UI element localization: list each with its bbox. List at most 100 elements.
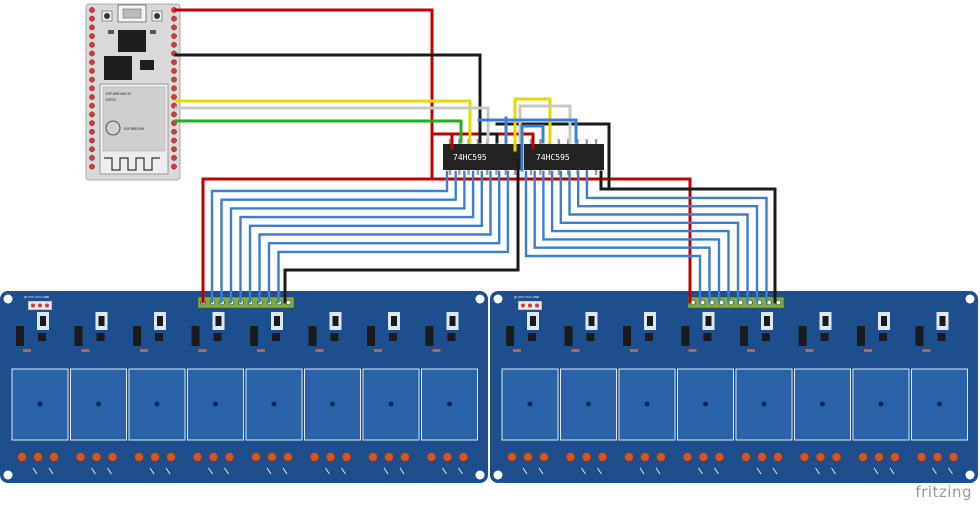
screw-terminal-icon bbox=[368, 452, 378, 462]
screw-terminal-icon bbox=[948, 452, 959, 462]
esp32-board: ESP-WROOM-32 ESP32 ESP-WROOM bbox=[85, 3, 181, 181]
output-wire-a8 bbox=[277, 170, 510, 304]
screw-terminal-icon bbox=[682, 452, 693, 462]
screw-terminal-icon bbox=[384, 452, 394, 462]
esp-pin-right bbox=[171, 68, 177, 74]
output-wire-a5 bbox=[248, 170, 483, 304]
output-wire-b7 bbox=[577, 170, 759, 304]
output-wire-a1 bbox=[210, 170, 449, 304]
chip-pin bbox=[504, 170, 507, 175]
output-wire-a4 bbox=[239, 170, 475, 304]
output-wire-b2 bbox=[533, 170, 711, 304]
led-icon bbox=[447, 333, 456, 341]
led-icon bbox=[155, 333, 163, 341]
resistor-icon bbox=[513, 349, 521, 352]
relay-contact-icon bbox=[815, 467, 836, 475]
relay-contact-icon bbox=[581, 467, 602, 475]
screw-terminal-icon bbox=[134, 452, 144, 462]
chip-pin bbox=[513, 170, 517, 175]
power-header-label: JD-VCC VCC GND bbox=[23, 295, 50, 299]
esp-pin-left bbox=[89, 111, 95, 118]
screw-terminal-icon bbox=[150, 452, 160, 462]
transistor-icon bbox=[191, 326, 200, 346]
esp-pin-left bbox=[89, 128, 95, 135]
optocoupler-chip bbox=[215, 316, 222, 326]
resistor-icon bbox=[864, 349, 872, 352]
optocoupler-chip bbox=[647, 316, 653, 326]
screw-terminal-icon bbox=[208, 452, 219, 462]
resistor-icon bbox=[922, 349, 931, 352]
chip-pin bbox=[448, 170, 452, 175]
transistor-icon bbox=[425, 326, 434, 346]
resistor-icon bbox=[81, 349, 90, 352]
esp-pin-left bbox=[89, 120, 95, 126]
esp-pin-right bbox=[171, 24, 177, 31]
led-icon bbox=[879, 333, 887, 341]
resistor-icon bbox=[747, 349, 755, 352]
esp-module-label-1: ESP-WROOM-32 bbox=[106, 92, 131, 96]
esp-pin-right bbox=[171, 111, 177, 118]
power-pin bbox=[528, 303, 532, 308]
led-icon bbox=[937, 333, 946, 341]
esp-pin-left bbox=[89, 24, 95, 31]
resistor-icon bbox=[257, 349, 265, 352]
output-wire-b8 bbox=[585, 170, 768, 304]
esp-pin-left bbox=[89, 137, 95, 144]
screw-terminal-icon bbox=[251, 452, 261, 462]
screw-terminal-icon bbox=[698, 452, 709, 462]
chip-pin bbox=[548, 170, 551, 175]
esp-pin-left bbox=[89, 155, 95, 161]
screw-terminal-icon bbox=[107, 452, 118, 462]
output-wire-a6 bbox=[258, 170, 492, 304]
esp-module-brand: ESP-WROOM bbox=[124, 127, 144, 131]
optocoupler-chip bbox=[588, 316, 595, 326]
esp-pin-left bbox=[89, 76, 95, 83]
ground-wire-4 bbox=[607, 187, 777, 304]
optocoupler-chip bbox=[881, 316, 887, 326]
antenna-trace-icon bbox=[104, 157, 160, 171]
optocoupler-chip bbox=[332, 316, 339, 326]
transistor-icon bbox=[16, 326, 24, 346]
resistor-icon bbox=[571, 349, 580, 352]
esp-pin-left bbox=[89, 146, 95, 153]
esp-pin-left bbox=[89, 41, 95, 48]
screw-terminal-icon bbox=[283, 452, 293, 462]
relay-coil-dot bbox=[527, 401, 533, 407]
esp-pin-left bbox=[89, 163, 95, 170]
mounting-hole-icon bbox=[965, 470, 975, 480]
transistor-icon bbox=[74, 326, 83, 346]
screw-terminal-icon bbox=[741, 452, 751, 462]
signal-header bbox=[687, 296, 785, 309]
relay-coil-dot bbox=[644, 401, 650, 407]
esp-pin-left bbox=[89, 59, 95, 66]
chip-pin bbox=[476, 170, 480, 175]
led-icon bbox=[272, 333, 280, 341]
clock-wire-1 bbox=[174, 106, 490, 144]
transistor-icon bbox=[623, 326, 631, 346]
esp-pin-left bbox=[89, 85, 95, 92]
screw-terminal-icon bbox=[325, 452, 336, 462]
chip-pin bbox=[567, 170, 570, 175]
led-icon bbox=[389, 333, 397, 341]
output-wire-a7 bbox=[267, 170, 501, 304]
screw-terminal-icon bbox=[815, 452, 826, 462]
mounting-hole-icon bbox=[493, 294, 503, 304]
chip-pin bbox=[486, 170, 489, 175]
esp-pin-left bbox=[89, 15, 95, 22]
chip-pin bbox=[594, 139, 598, 144]
optocoupler-chip bbox=[40, 316, 46, 326]
resistor-icon bbox=[315, 349, 324, 352]
optocoupler-chip bbox=[449, 316, 456, 326]
resistor-icon bbox=[805, 349, 814, 352]
optocoupler-chip bbox=[157, 316, 163, 326]
screw-terminal-icon bbox=[507, 452, 517, 462]
screw-terminal-icon bbox=[874, 452, 884, 462]
led-icon bbox=[703, 333, 712, 341]
esp-pin-right bbox=[171, 41, 177, 48]
relay-contact-icon bbox=[442, 467, 463, 475]
esp-pin-left bbox=[89, 33, 95, 39]
relay-coil-dot bbox=[37, 401, 43, 407]
relay-contact-icon bbox=[208, 467, 229, 475]
relay-contact-icon bbox=[149, 467, 171, 475]
screw-terminal-icon bbox=[442, 452, 453, 462]
